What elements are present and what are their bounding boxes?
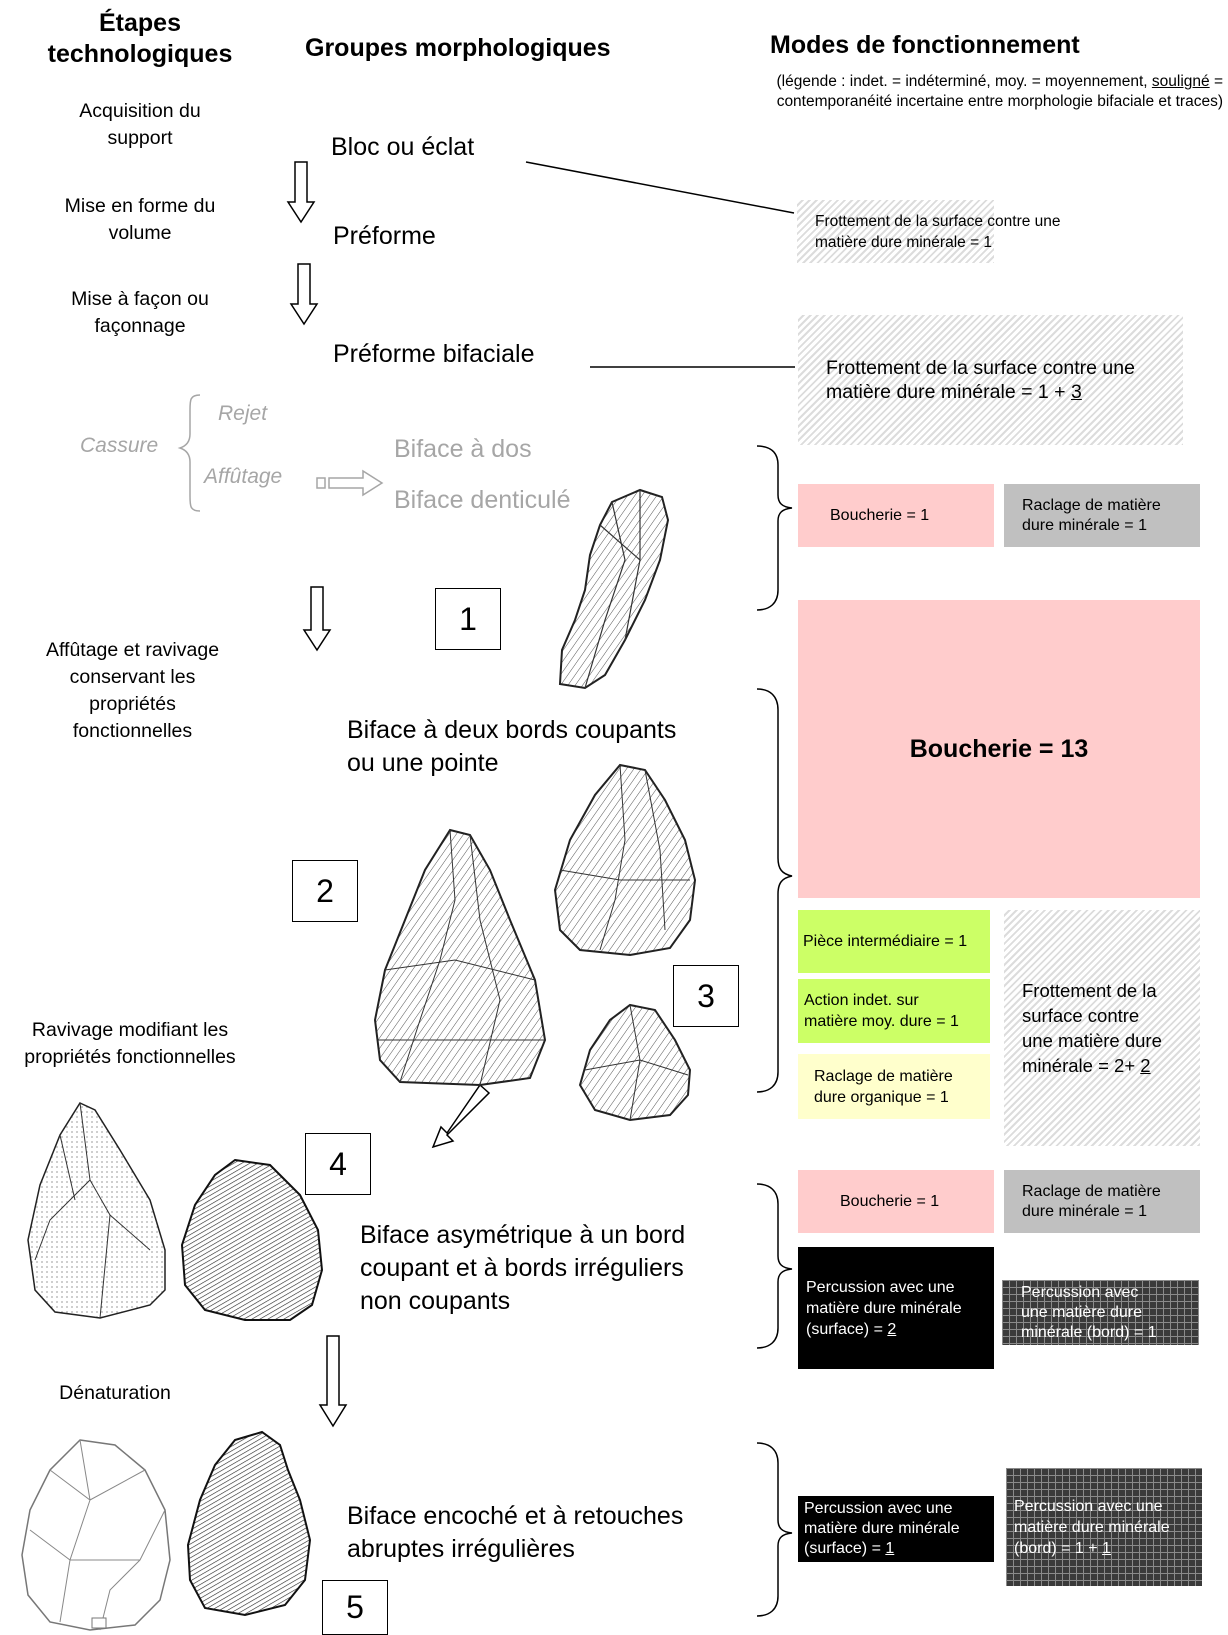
stage-affutage-ravivage: Affûtage et ravivage conservant les prop… xyxy=(45,639,220,742)
mode-raclage-2: Raclage de matière dure minérale = 1 xyxy=(1004,1170,1200,1233)
header-steps-line1: Étapes xyxy=(99,9,181,37)
mode-frottement-1-bg xyxy=(797,200,994,263)
mode-boucherie-1a: Boucherie = 1 xyxy=(798,484,994,547)
mode-raclage-organique: Raclage de matière dure organique = 1 xyxy=(798,1054,990,1119)
legend-line2: contemporanéité incertaine entre morphol… xyxy=(776,93,1223,110)
group-preforme: Préforme xyxy=(333,222,436,250)
group-biface-dos: Biface à dos xyxy=(394,435,532,463)
number-box-3: 3 xyxy=(673,965,739,1027)
mode-percussion-surface-2: Percussion avec une matière dure minéral… xyxy=(798,1496,994,1562)
down-arrow-icon xyxy=(289,263,319,326)
mode-percussion-bord-2: Percussion avec une matière dure minéral… xyxy=(1006,1468,1202,1586)
biface-drawing-3 xyxy=(553,763,697,957)
legend: (légende : indet. = indéterminé, moy. = … xyxy=(678,72,1223,112)
number-box-1: 1 xyxy=(435,588,501,650)
stage-cassure: Cassure xyxy=(80,434,159,457)
header-modes: Modes de fonctionnement xyxy=(770,31,1080,59)
group-bloc: Bloc ou éclat xyxy=(331,133,475,161)
mode-piece-intermediaire: Pièce intermédiaire = 1 xyxy=(798,910,990,973)
down-arrow-icon xyxy=(286,161,316,224)
group-deux-bords: Biface à deux bords coupants ou une poin… xyxy=(347,716,677,777)
stage-mise-en-forme: Mise en forme du volume xyxy=(64,195,216,244)
legend-line1: (légende : indet. = indéterminé, moy. = … xyxy=(776,73,1223,90)
group-preforme-bifaciale: Préforme bifaciale xyxy=(333,340,535,368)
brace-2 xyxy=(756,688,793,1093)
stage-affutage: Affûtage xyxy=(204,465,283,488)
mode-frottement-1: Frottement de la surface contre une mati… xyxy=(797,200,1228,263)
stage-faconnage: Mise à façon ou façonnage xyxy=(71,288,209,337)
header-groups: Groupes morphologiques xyxy=(305,34,611,62)
mode-action-indet: Action indet. sur matière moy. dure = 1 xyxy=(798,979,990,1043)
biface-drawing-4a xyxy=(27,1102,166,1319)
brace-1 xyxy=(756,445,793,611)
right-arrow-icon xyxy=(316,469,384,497)
biface-drawing-1 xyxy=(558,488,670,690)
mode-percussion-surface-1: Percussion avec une matière dure minéral… xyxy=(798,1247,994,1369)
diagonal-arrow-icon xyxy=(431,1083,491,1149)
number-box-4: 4 xyxy=(305,1133,371,1195)
mode-frottement-3: Frottement de la surface contre une mati… xyxy=(1004,910,1200,1146)
mode-raclage-1: Raclage de matière dure minérale = 1 xyxy=(1004,484,1200,547)
biface-drawing-2 xyxy=(373,828,547,1087)
mode-boucherie-13: Boucherie = 13 xyxy=(798,600,1200,898)
down-arrow-icon xyxy=(318,1335,348,1428)
biface-drawing-5a xyxy=(21,1439,171,1631)
brace-3 xyxy=(756,1183,793,1349)
biface-drawing-small xyxy=(578,1003,692,1122)
biface-drawing-5b xyxy=(186,1430,312,1617)
stage-rejet: Rejet xyxy=(218,402,268,425)
group-encoche: Biface encoché et à retouches abruptes i… xyxy=(347,1502,684,1563)
brace-cassure xyxy=(177,394,201,512)
mode-percussion-bord-1: Percussion avec une matière dure minéral… xyxy=(1002,1280,1199,1345)
mode-boucherie-1b: Boucherie = 1 xyxy=(798,1170,994,1233)
group-asymetrique: Biface asymétrique à un bord coupant et … xyxy=(360,1221,686,1315)
biface-drawing-4b xyxy=(180,1158,324,1321)
number-box-2: 2 xyxy=(292,860,358,922)
brace-4 xyxy=(756,1442,793,1617)
group-biface-denticule: Biface denticulé xyxy=(394,486,571,514)
number-box-5: 5 xyxy=(322,1580,388,1635)
down-arrow-icon xyxy=(302,586,332,652)
header-steps-line2: technologiques xyxy=(47,40,233,68)
stage-denaturation: Dénaturation xyxy=(59,1382,171,1404)
connector-line-bloc xyxy=(525,161,795,214)
stage-ravivage-modifiant: Ravivage modifiant les propriétés foncti… xyxy=(24,1019,236,1068)
stage-acquisition: Acquisition du support xyxy=(79,100,201,149)
mode-frottement-2: Frottement de la surface contre une mati… xyxy=(798,315,1183,445)
header-steps: Étapes technologiques xyxy=(20,8,260,70)
